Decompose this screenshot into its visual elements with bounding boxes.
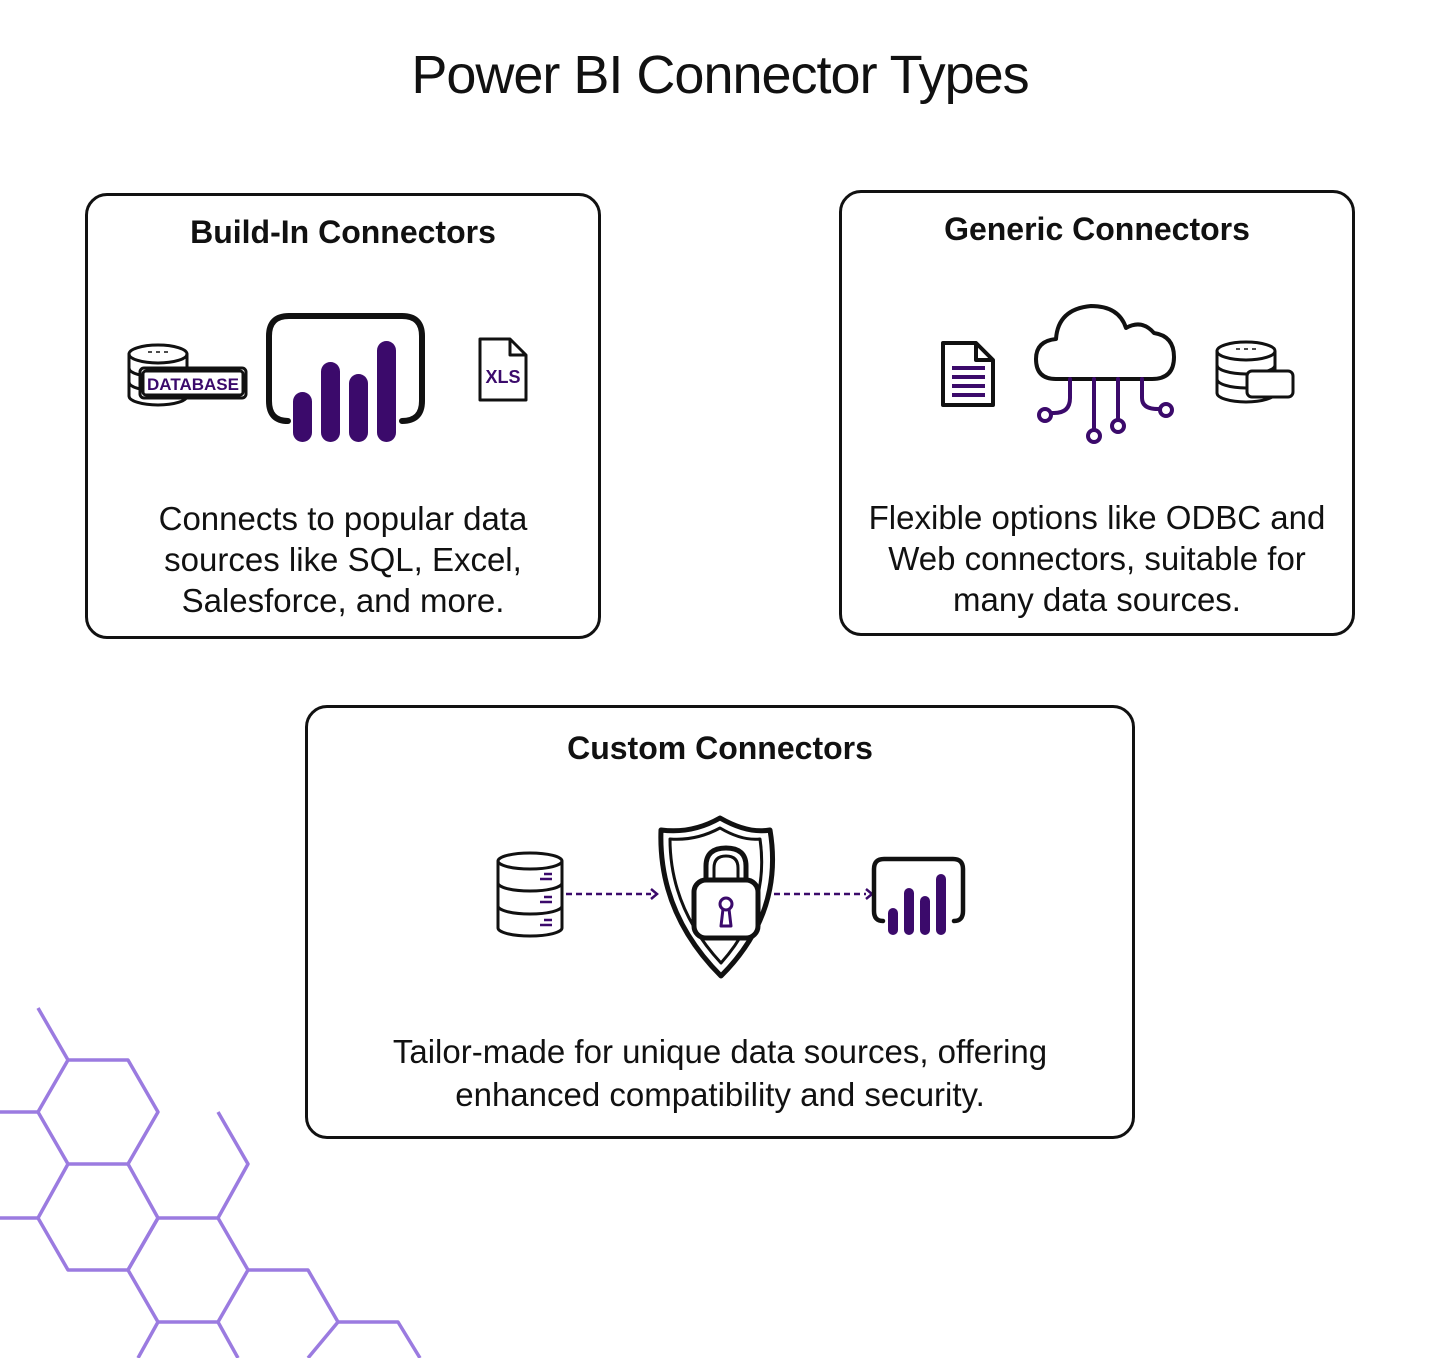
card-description: Flexible options like ODBC and Web conne… [868,499,1326,618]
arrow-connector-1 [566,888,659,900]
document-icon [941,341,995,407]
power-bi-chart-icon [266,313,425,442]
page-title: Power BI Connector Types [411,45,1029,105]
cloud-network-icon [1034,304,1176,444]
card-build-in-connectors: Build-In Connectors DATABASE XLS [85,193,601,639]
shield-lock-icon [658,815,775,979]
card-custom-connectors: Custom Connectors [305,705,1135,1139]
hexagon-pattern-decoration [0,1007,422,1358]
power-bi-chart-icon [871,856,966,935]
database-label: DATABASE [147,375,239,394]
card-description: Tailor-made for unique data sources, off… [392,1033,1048,1113]
card-description: Connects to popular data sources like SQ… [158,500,528,619]
xls-file-icon [478,337,528,402]
database-icon [127,343,248,407]
card-icons: DATABASE XLS [127,313,528,442]
card-title: Generic Connectors [944,211,1250,247]
card-title: Custom Connectors [567,730,873,766]
arrow-connector-2 [774,888,874,900]
card-generic-connectors: Generic Connectors [839,190,1355,636]
card-icons [496,815,966,979]
xls-label: XLS [485,367,520,387]
server-icon [496,851,564,938]
card-icons [941,304,1295,444]
card-title: Build-In Connectors [190,214,496,250]
database-icon [1215,340,1295,404]
